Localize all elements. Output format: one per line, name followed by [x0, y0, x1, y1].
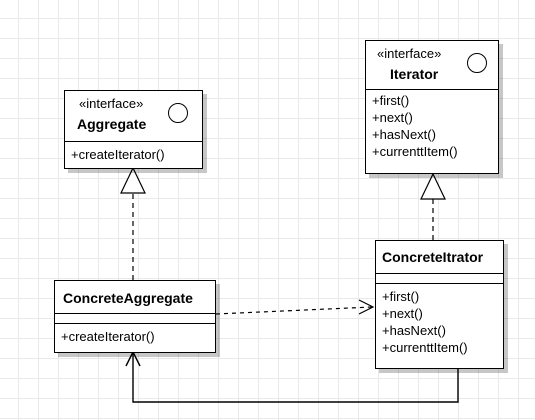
- operations-compartment: +createIterator(): [65, 142, 202, 163]
- stereotype-label: «interface»: [79, 96, 144, 111]
- interface-circle-icon: [467, 53, 487, 73]
- interface-circle-icon: [168, 103, 188, 123]
- operation: +createIterator(): [61, 329, 155, 344]
- attributes-compartment: [376, 274, 503, 284]
- class-aggregate[interactable]: «interface» Aggregate +createIterator(): [64, 90, 203, 169]
- operation: +first(): [382, 289, 420, 304]
- operations-compartment: +first() +next() +hasNext() +currenttIte…: [366, 90, 498, 160]
- operation: +next(): [382, 306, 423, 321]
- dependency-arrowhead: [358, 299, 375, 315]
- operations-compartment: +createIterator(): [55, 324, 215, 345]
- realization-arrowhead-iterator: [420, 172, 446, 200]
- realization-arrowhead-aggregate: [120, 166, 146, 194]
- association-line: [132, 353, 459, 403]
- class-header: «interface» Aggregate: [65, 91, 202, 142]
- class-iterator[interactable]: «interface» Iterator +first() +next() +h…: [365, 40, 499, 174]
- operation: +currenttItem(): [382, 340, 468, 355]
- attributes-compartment: [55, 314, 215, 324]
- operation: +hasNext(): [372, 127, 436, 142]
- operation: +currenttItem(): [372, 144, 458, 159]
- class-header: ConcreteItrator: [376, 241, 503, 274]
- class-name: Aggregate: [77, 116, 147, 132]
- class-name: Iterator: [390, 66, 439, 82]
- stereotype-label: «interface»: [377, 46, 442, 61]
- dependency-line: [215, 306, 373, 315]
- operation: +hasNext(): [382, 323, 446, 338]
- operation: +createIterator(): [71, 147, 165, 162]
- class-name: ConcreteAggregate: [63, 290, 193, 306]
- class-concrete-iterator[interactable]: ConcreteItrator +first() +next() +hasNex…: [375, 240, 504, 369]
- class-name: ConcreteItrator: [382, 249, 484, 265]
- operations-compartment: +first() +next() +hasNext() +currenttIte…: [376, 284, 503, 356]
- operation: +next(): [372, 110, 413, 125]
- operation: +first(): [372, 93, 410, 108]
- class-header: ConcreteAggregate: [55, 281, 215, 314]
- class-header: «interface» Iterator: [366, 41, 498, 90]
- class-concrete-aggregate[interactable]: ConcreteAggregate +createIterator(): [54, 280, 216, 353]
